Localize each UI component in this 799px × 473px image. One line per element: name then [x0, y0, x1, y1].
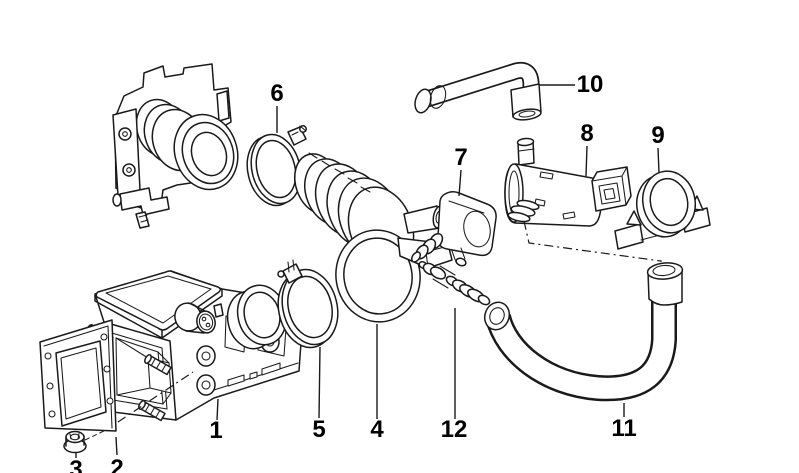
- valve-holder-9: [614, 170, 711, 250]
- hose-clamp-5: [277, 259, 339, 349]
- part-number-3: 3: [69, 456, 83, 473]
- part-number-6: 6: [270, 80, 284, 107]
- vent-pipe-10: [414, 61, 542, 121]
- leader-lines: [75, 84, 660, 458]
- part-number-4: 4: [370, 416, 384, 443]
- air-flow-meter-1: [86, 270, 304, 422]
- idle-control-valve-8: [504, 137, 632, 227]
- part-number-12: 12: [440, 416, 468, 443]
- part-number-10: 10: [576, 71, 604, 98]
- throttle-body: [112, 63, 239, 229]
- part-number-5: 5: [312, 416, 326, 443]
- hose-connector-12: [418, 260, 491, 306]
- hex-nut-3: [63, 430, 87, 454]
- assembly-reference-lines: [84, 220, 662, 441]
- part-number-2: 2: [110, 455, 124, 473]
- part-number-9: 9: [651, 122, 665, 149]
- part-number-11: 11: [611, 415, 637, 442]
- part-number-7: 7: [454, 144, 468, 171]
- mounting-plate-2: [39, 319, 117, 432]
- part-number-8: 8: [580, 120, 594, 147]
- elbow-connector-7: [410, 190, 497, 267]
- part-number-1: 1: [209, 417, 223, 444]
- hose-clamp-6: [246, 125, 307, 207]
- intake-boot-4: [294, 152, 453, 323]
- vent-hose-11: [483, 262, 684, 402]
